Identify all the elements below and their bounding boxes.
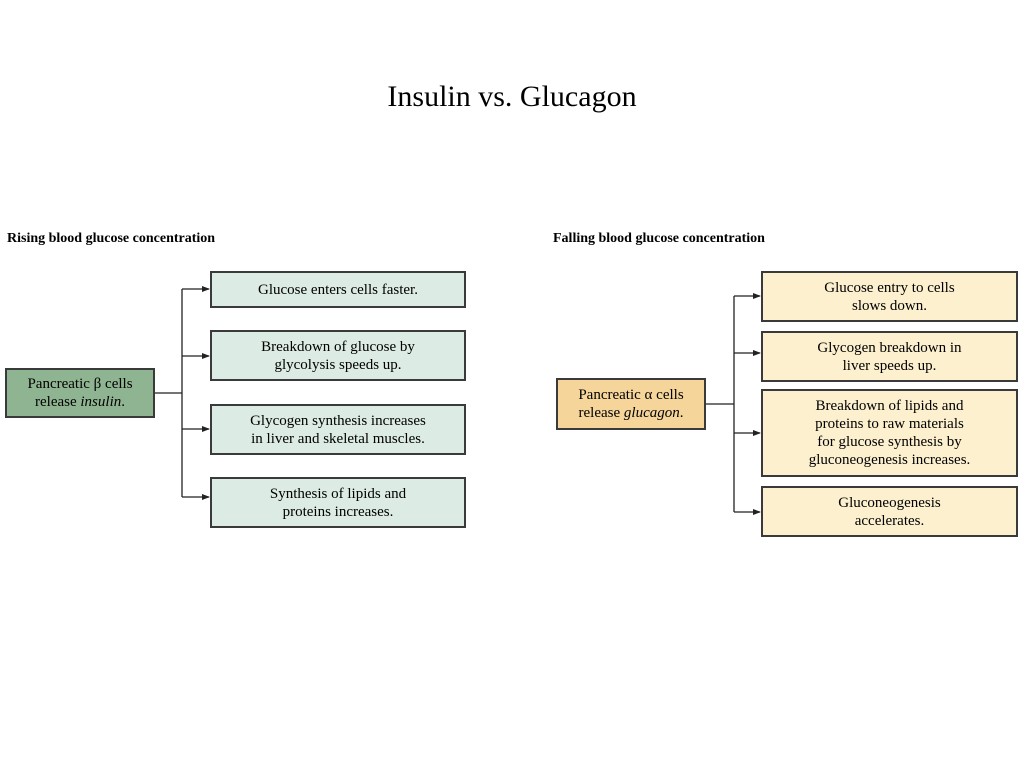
insulin-source-line2: release insulin. [35, 394, 125, 410]
glucagon-source-box: Pancreatic α cells release glucagon. [556, 378, 706, 430]
insulin-effect-lipid-protein-synthesis: Synthesis of lipids and proteins increas… [210, 477, 466, 528]
insulin-effect-glycolysis: Breakdown of glucose by glycolysis speed… [210, 330, 466, 381]
glucagon-effect-lipid-protein-breakdown: Breakdown of lipids and proteins to raw … [761, 389, 1018, 477]
insulin-effect-glycogen-synthesis: Glycogen synthesis increases in liver an… [210, 404, 466, 455]
insulin-source-line1: Pancreatic β cells [27, 376, 133, 392]
falling-glucose-heading: Falling blood glucose concentration [553, 231, 765, 246]
glucagon-source-line1: Pancreatic α cells [578, 387, 684, 403]
glucagon-effect-glucose-entry: Glucose entry to cells slows down. [761, 271, 1018, 322]
page-title: Insulin vs. Glucagon [387, 80, 637, 113]
insulin-effect-glucose-uptake: Glucose enters cells faster. [210, 271, 466, 308]
glucagon-source-line2: release glucagon. [578, 405, 684, 421]
glucagon-effect-gluconeogenesis: Gluconeogenesis accelerates. [761, 486, 1018, 537]
glucagon-effect-glycogen-breakdown: Glycogen breakdown in liver speeds up. [761, 331, 1018, 382]
rising-glucose-heading: Rising blood glucose concentration [7, 231, 216, 246]
insulin-source-box: Pancreatic β cells release insulin. [5, 368, 155, 418]
